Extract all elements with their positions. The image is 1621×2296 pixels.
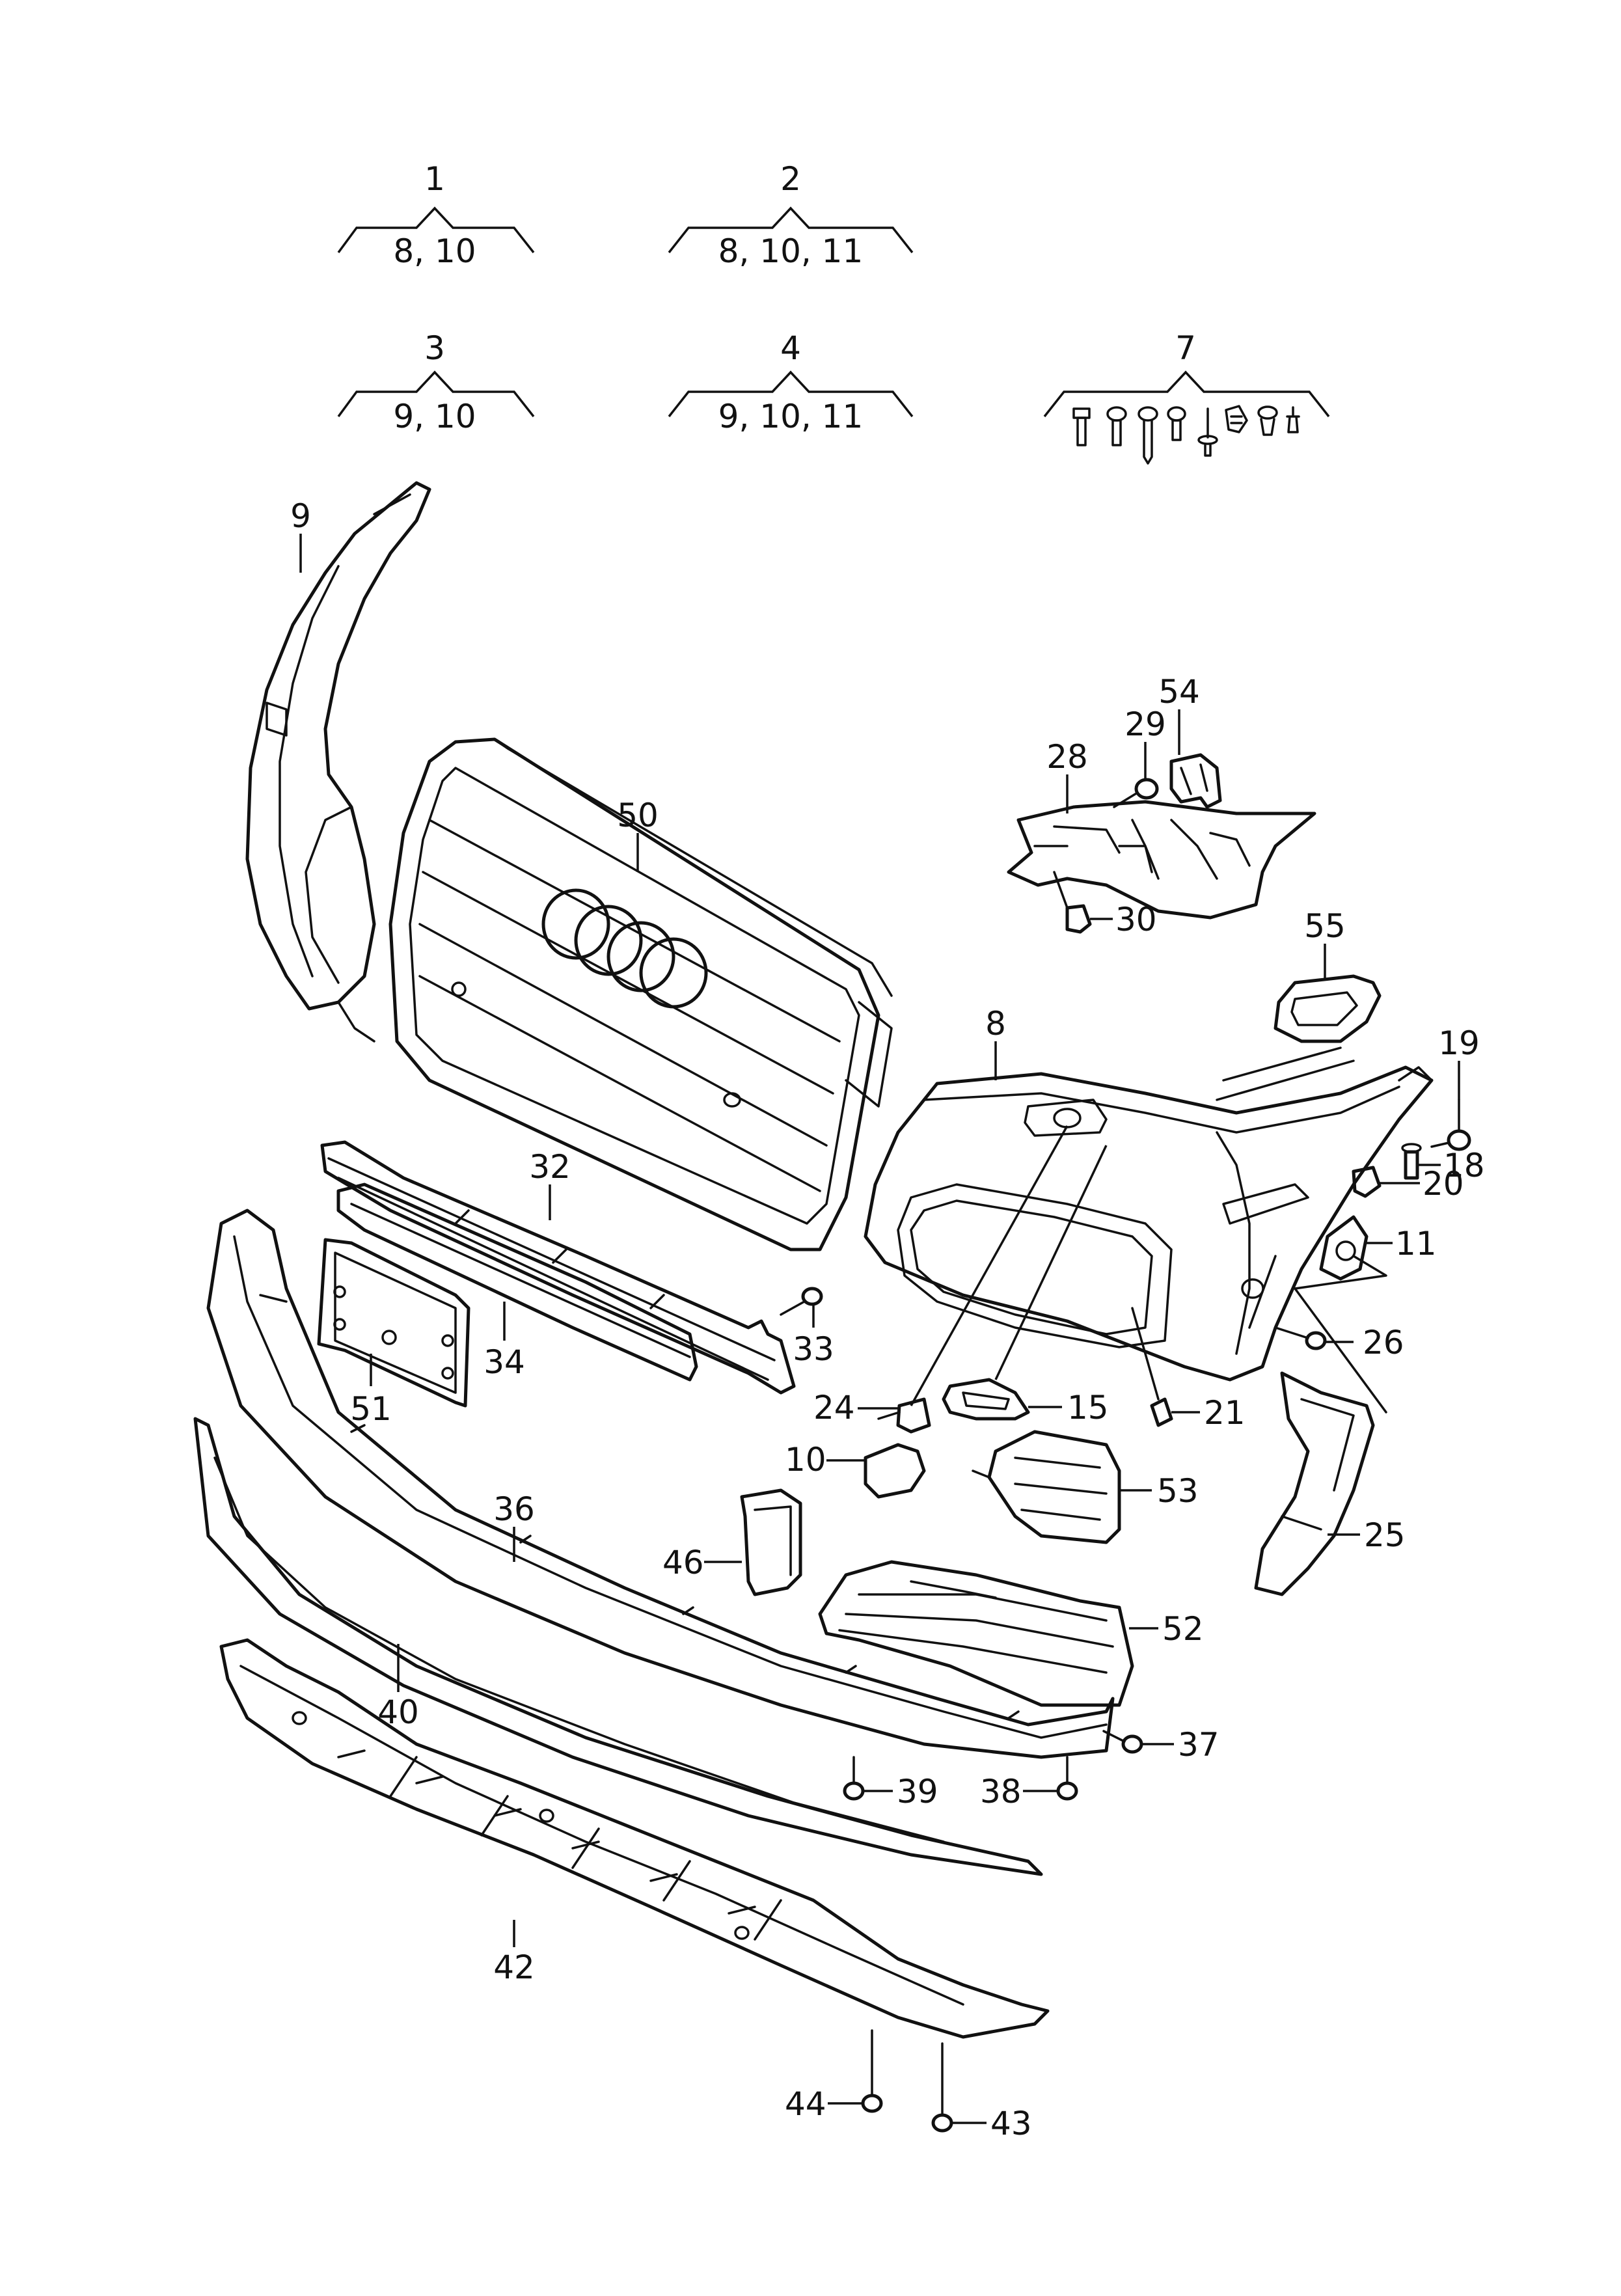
callout-33: 33	[793, 1330, 834, 1368]
callout-25: 25	[1364, 1516, 1406, 1554]
screw-icon	[1106, 406, 1127, 446]
collar-screw-icon	[1167, 406, 1186, 441]
callout-52: 52	[1162, 1610, 1204, 1648]
part-24-nozzle-holder	[877, 1397, 931, 1434]
part-44-screw	[861, 2029, 883, 2113]
callout-19: 19	[1438, 1024, 1480, 1062]
callout-36: 36	[493, 1490, 535, 1528]
part-40-spoiler-lip	[193, 1417, 1043, 1876]
callout-37: 37	[1178, 1726, 1219, 1764]
kit-number: 2	[780, 160, 801, 198]
callout-20: 20	[1423, 1165, 1464, 1203]
part-51-license-plate-holder	[317, 1238, 470, 1408]
kit-contents: 9, 10	[393, 398, 476, 435]
part-52-fog-light-grille	[818, 1560, 1134, 1707]
clip-icon	[1225, 405, 1248, 433]
callout-30: 30	[1115, 901, 1157, 938]
kit-number: 7	[1175, 329, 1196, 367]
callout-26: 26	[1363, 1324, 1404, 1361]
part-53-fog-light-housing	[972, 1430, 1121, 1544]
kit-number: 4	[780, 329, 801, 367]
callout-54: 54	[1158, 673, 1200, 711]
part-34-lower-strip	[336, 1182, 698, 1382]
part-25-side-guide	[1254, 1287, 1387, 1596]
part-21-clip	[1131, 1307, 1173, 1427]
kit-number: 3	[424, 329, 445, 367]
kit-contents: 8, 10, 11	[718, 232, 864, 270]
part-11-bracket	[1294, 1215, 1387, 1290]
callout-38: 38	[980, 1773, 1022, 1811]
callout-39: 39	[897, 1773, 938, 1811]
callout-51: 51	[350, 1390, 392, 1428]
callout-15: 15	[1067, 1389, 1109, 1427]
part-9-left-bracket	[245, 481, 431, 1043]
callout-9: 9	[290, 497, 311, 535]
callout-18: 18	[1443, 1147, 1485, 1184]
rivet-icon	[1197, 407, 1218, 457]
bolt-icon	[1072, 407, 1091, 446]
callout-8: 8	[985, 1005, 1006, 1043]
leader-15	[994, 1145, 1108, 1380]
callout-46: 46	[662, 1544, 704, 1581]
callout-29: 29	[1124, 705, 1166, 743]
fastener-icons	[1072, 405, 1300, 465]
part-42-underbody-guard	[219, 1638, 1050, 2039]
part-50-radiator-grille	[388, 737, 893, 1251]
callout-labels: 9 50 54 29 28 30 55 8 19 18 20 11 32 33 …	[290, 497, 1485, 2142]
kit-contents: 8, 10	[393, 232, 476, 270]
callout-50: 50	[617, 797, 659, 834]
callout-10: 10	[785, 1441, 826, 1479]
callout-40: 40	[377, 1693, 419, 1731]
long-screw-icon	[1137, 406, 1158, 465]
part-39-screw	[843, 1756, 865, 1801]
expanding-rivet-icon	[1257, 405, 1278, 436]
part-37-screw	[1102, 1730, 1143, 1754]
part-26-screw	[1274, 1326, 1327, 1350]
part-10-washer-cap	[864, 1443, 926, 1499]
part-46-bracket	[740, 1488, 802, 1596]
part-55-trim-cover	[1216, 974, 1382, 1101]
callout-43: 43	[990, 2105, 1032, 2142]
callout-44: 44	[785, 2085, 826, 2123]
callout-34: 34	[484, 1343, 525, 1381]
callout-32: 32	[529, 1148, 571, 1186]
part-28-sensor-bracket	[1007, 800, 1316, 920]
part-19-screw	[1430, 1099, 1471, 1151]
part-15-washer-cap-frame	[942, 1378, 1030, 1421]
kit-2: 2 8, 10, 11	[668, 160, 914, 270]
part-30-nut	[1053, 871, 1092, 934]
leader-24	[910, 1125, 1069, 1406]
part-38-screw	[1056, 1756, 1078, 1801]
kit-contents: 9, 10, 11	[718, 398, 864, 435]
callout-21: 21	[1204, 1394, 1246, 1432]
callout-53: 53	[1157, 1472, 1199, 1510]
part-43-screw	[931, 2042, 953, 2133]
callout-55: 55	[1304, 907, 1346, 945]
part-32-upper-carrier	[320, 1140, 796, 1395]
kit-7-fastener-set: 7	[1043, 329, 1330, 465]
callout-28: 28	[1046, 738, 1088, 776]
kit-3: 3 9, 10	[337, 329, 535, 435]
part-54-sensor	[1169, 753, 1222, 809]
callout-11: 11	[1395, 1225, 1437, 1263]
kit-1: 1 8, 10	[337, 160, 535, 270]
part-20-grommet	[1352, 1166, 1382, 1198]
push-clip-icon	[1286, 406, 1300, 433]
part-18-clip	[1401, 1143, 1422, 1180]
audi-rings-emblem	[541, 888, 708, 1009]
callout-24: 24	[813, 1389, 855, 1427]
callout-42: 42	[493, 1948, 535, 1986]
part-33-screw	[780, 1287, 823, 1316]
kit-4: 4 9, 10, 11	[668, 329, 914, 435]
kit-number: 1	[424, 160, 445, 198]
